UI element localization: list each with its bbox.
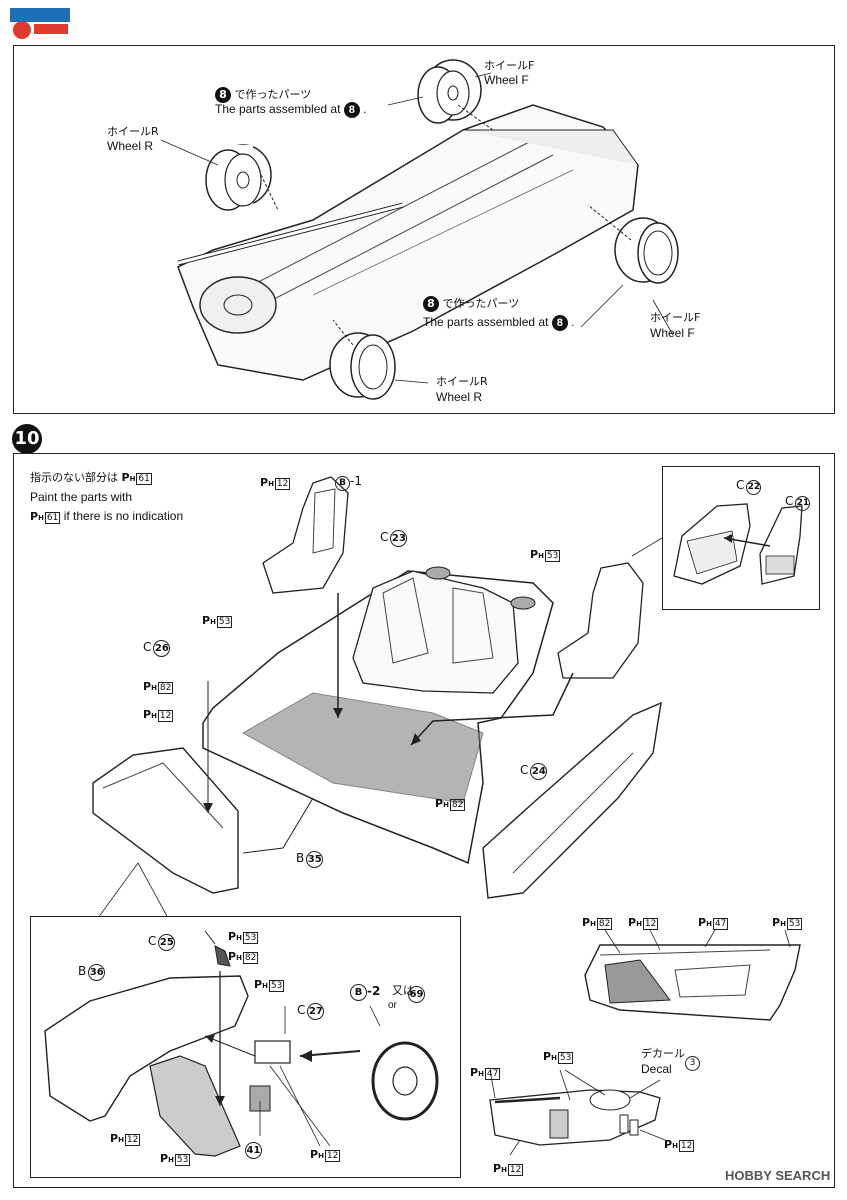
- decal-jp: デカール: [641, 1047, 685, 1060]
- wheel-r-left-jp: ホイールR: [107, 125, 159, 138]
- part-b2: B-2: [348, 984, 380, 1001]
- part-41: 41: [243, 1142, 262, 1159]
- wheel-f-top-en: Wheel F: [484, 73, 529, 87]
- seat-inset-drawing: [631, 503, 803, 585]
- wheel-f-right-en: Wheel F: [650, 326, 695, 340]
- alt-part-69: 69: [406, 986, 425, 1003]
- decal-en: Decal: [641, 1062, 672, 1076]
- interior-drawing: [92, 476, 662, 919]
- parts8-top-en: The parts assembled at 8 .: [215, 102, 367, 118]
- step8-badge: 8: [215, 87, 231, 103]
- parts8-bottom-en: The parts assembled at 8 .: [423, 315, 575, 331]
- step8-badge-3: 8: [423, 296, 439, 312]
- wheel-r-left: [205, 144, 272, 211]
- parts8-bottom-jp: 8 で作ったパーツ: [423, 296, 519, 312]
- step8-badge-2: 8: [343, 102, 360, 118]
- hobby-search-watermark: HOBBY SEARCH: [725, 1168, 831, 1183]
- step8-badge-4: 8: [551, 315, 568, 331]
- seat-part-b1: B-1: [333, 474, 362, 491]
- step10-number: 10: [12, 424, 42, 454]
- wheel-f-right-jp: ホイールF: [650, 311, 701, 324]
- note-en1: Paint the parts with: [30, 490, 133, 504]
- wheel-r-bottom-jp: ホイールR: [436, 375, 488, 388]
- wheel-f-top-jp: ホイールF: [484, 59, 535, 72]
- wheel-r-left-en: Wheel R: [107, 139, 154, 153]
- door-detail-drawing: [584, 929, 801, 1021]
- hobby-logo: [6, 4, 76, 40]
- wheel-f-right: [614, 217, 679, 284]
- logo-icon: [10, 8, 70, 39]
- chassis-drawing: [160, 59, 679, 400]
- wheel-r-bottom-en: Wheel R: [436, 390, 483, 404]
- parts8-top-jp: 8 で作ったパーツ: [215, 87, 311, 103]
- wheel-f-top: [417, 59, 482, 124]
- or-en: or: [388, 1000, 397, 1011]
- dash-detail-drawing: [44, 930, 439, 1157]
- decal-num: 3: [683, 1054, 700, 1071]
- dash-small-drawing: [489, 1069, 666, 1156]
- wheel-r-bottom: [329, 332, 396, 400]
